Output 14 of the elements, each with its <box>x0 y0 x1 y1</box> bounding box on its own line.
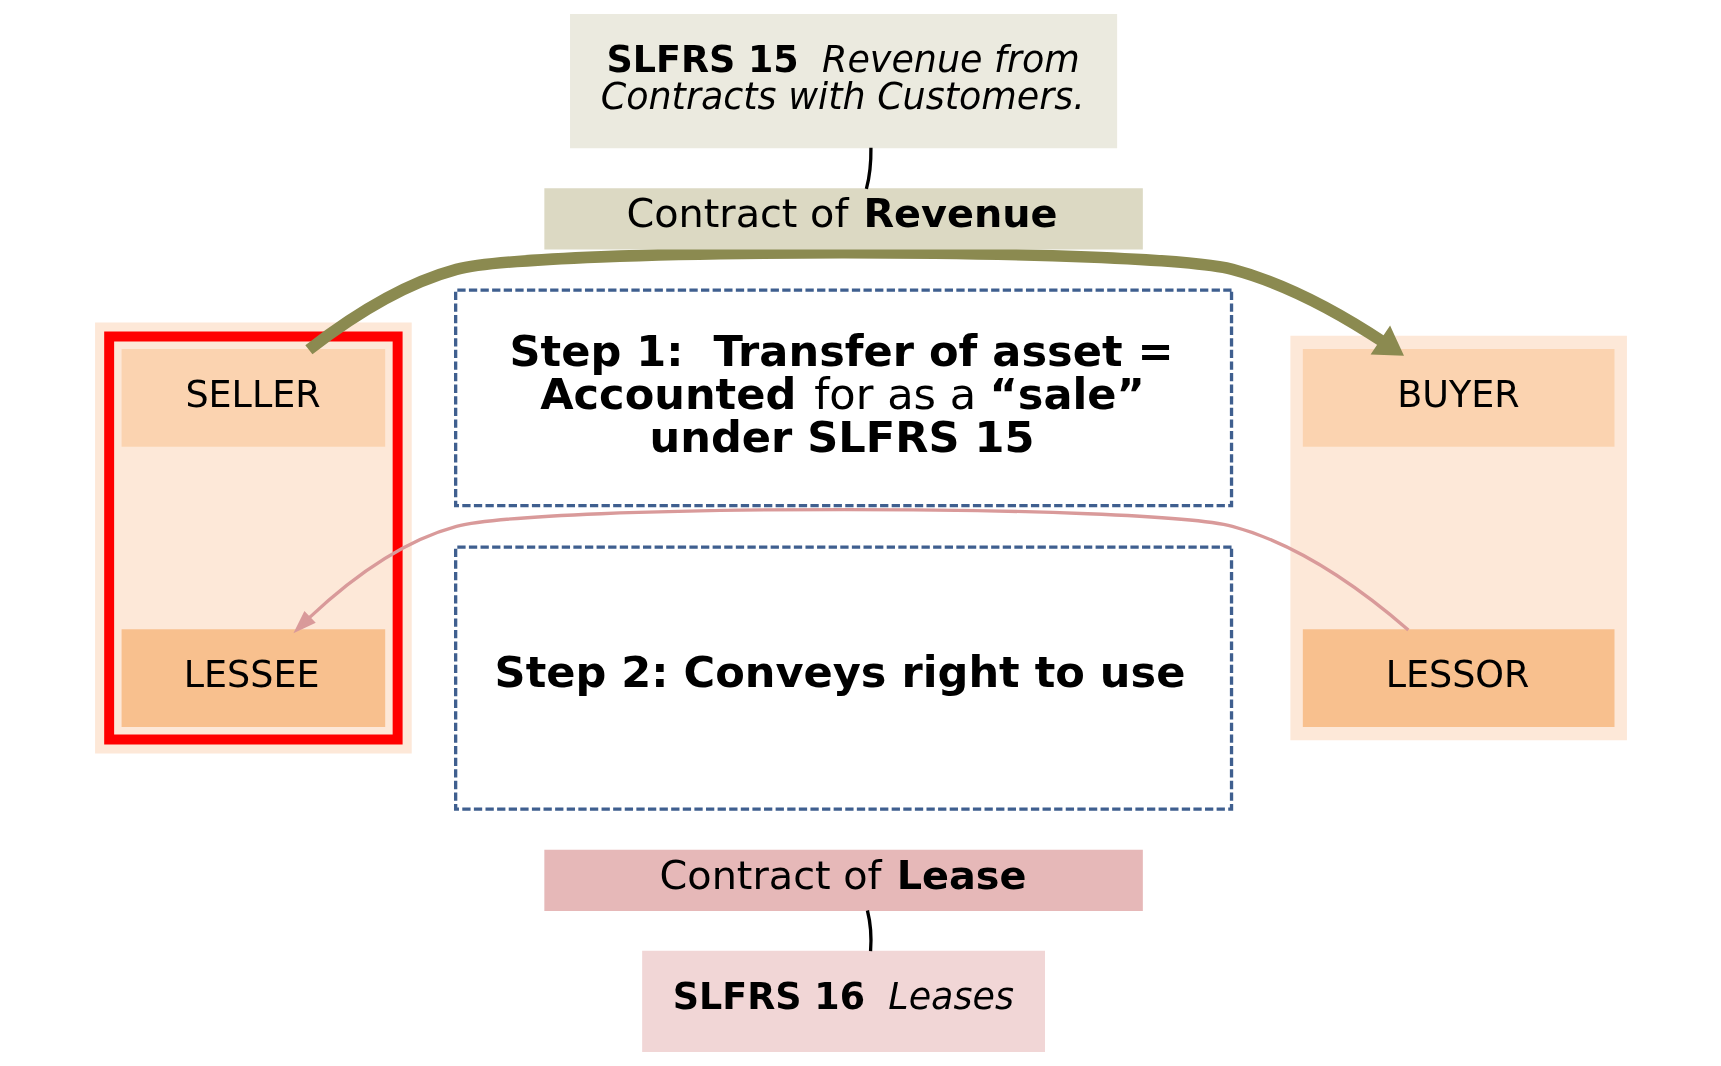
node-box: LESSEE <box>121 629 385 727</box>
node-box: BUYER <box>1302 349 1614 447</box>
node-box: Contract of Revenue <box>543 188 1143 250</box>
node-box: LESSOR <box>1302 629 1614 727</box>
connector <box>864 147 873 190</box>
node-box: SELLER <box>121 349 385 447</box>
cluster <box>1289 335 1627 741</box>
node-box: Step 2: Conveys right to use <box>453 545 1233 811</box>
arrow <box>292 507 1409 634</box>
node-box: SLFRS 16 Leases <box>641 950 1045 1052</box>
connector <box>865 910 873 952</box>
node-box: SLFRS 15 Revenue from Contracts with Customers. <box>569 14 1117 149</box>
node-box: Contract of Lease <box>543 849 1143 911</box>
node-box: Step 1: Transfer of asset = Accounted for as a “sale” under SLFRS 15 <box>453 288 1233 508</box>
